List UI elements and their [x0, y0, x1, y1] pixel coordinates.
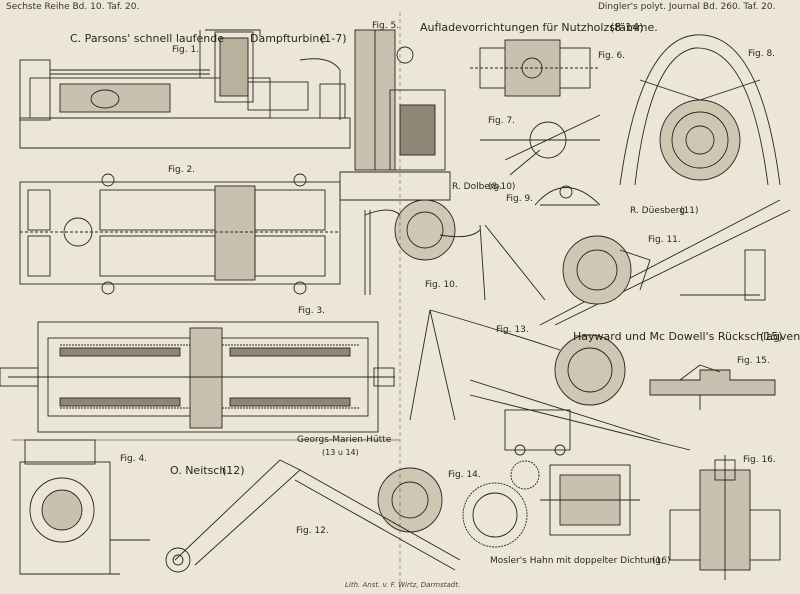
fig1-label: Fig. 1. [172, 45, 200, 55]
fig9-clamp [534, 185, 601, 206]
title-duesberg-range: (11) [680, 206, 699, 216]
fig12-neitsch-lever [165, 459, 461, 573]
fig3-longitudinal-section [0, 321, 395, 433]
fig7-lever [480, 114, 601, 176]
fig3-label: Fig. 3. [298, 306, 326, 316]
fig6-label: Fig. 6. [598, 51, 626, 61]
fig6-bearing-block [470, 39, 600, 97]
fig7-label: Fig. 7. [488, 116, 516, 126]
fig15-label: Fig. 15. [737, 356, 770, 366]
fig4-cross-section [19, 439, 150, 575]
lithographer-imprint: Lith. Anst. v. F. Wirtz, Darmstadt. [345, 581, 461, 589]
title-auflade-range: (8-14) [610, 21, 644, 34]
title-hayward: Hayward und Mc Dowell's Rückschlagventil… [573, 330, 800, 343]
fig11-duesberg-incline [539, 199, 791, 326]
title-auflade: Auf̀ladevorrichtungen für Nutzholzstämme… [420, 21, 658, 34]
title-georgs-range: (13 u 14) [322, 448, 359, 457]
fig8-label: Fig. 8. [748, 49, 776, 59]
header-left: Sechste Reihe Bd. 10. Taf. 20. [6, 2, 140, 12]
fig16-mosler-cock [669, 455, 781, 580]
title-neitsch-range: (12) [222, 464, 245, 477]
fig4-label: Fig. 4. [120, 454, 148, 464]
fig13-log-loader [409, 309, 691, 456]
title-dolberg-range: (8-10) [488, 182, 516, 192]
title-mosler-range: (16) [652, 556, 671, 566]
fig10-dolberg-crane [364, 199, 546, 301]
fig14-gear-train [462, 460, 640, 548]
fig5-vertical-section [339, 29, 451, 201]
fig8-arch-frame [619, 34, 781, 186]
fig10-label: Fig. 10. [425, 280, 458, 290]
fig2-label: Fig. 2. [168, 165, 196, 175]
fig5-label: Fig. 5. [372, 21, 400, 31]
fig1-turbine-elevation [19, 29, 351, 149]
title-parsons-range: (1-7) [320, 32, 347, 45]
title-dolberg: R. Dolberg. [452, 182, 502, 192]
title-parsons-a: C. Parsons' schnell laufende [70, 32, 224, 45]
title-mosler: Mosler's Hahn mit doppelter Dichtung. [490, 556, 664, 566]
fig9-label: Fig. 9. [506, 194, 534, 204]
fig12-label: Fig. 12. [296, 526, 329, 536]
fig14-label: Fig. 14. [448, 470, 481, 480]
header-right: Dingler's polyt. Journal Bd. 260. Taf. 2… [598, 2, 776, 12]
fig2-turbine-plan [19, 173, 341, 295]
fig16-label: Fig. 16. [743, 455, 776, 465]
title-georgs: Georgs-Marien-Hütte [297, 435, 392, 445]
title-neitsch: O. Neitsch. [170, 464, 230, 477]
title-parsons-b: Dampfturbine. [250, 32, 330, 45]
title-hayward-range: (15) [760, 330, 783, 343]
fig11-label: Fig. 11. [648, 235, 681, 245]
title-duesberg: R. Düesberg. [630, 206, 688, 216]
fig13-label: Fig. 13. [496, 325, 529, 335]
fig15-check-valve [649, 364, 776, 410]
